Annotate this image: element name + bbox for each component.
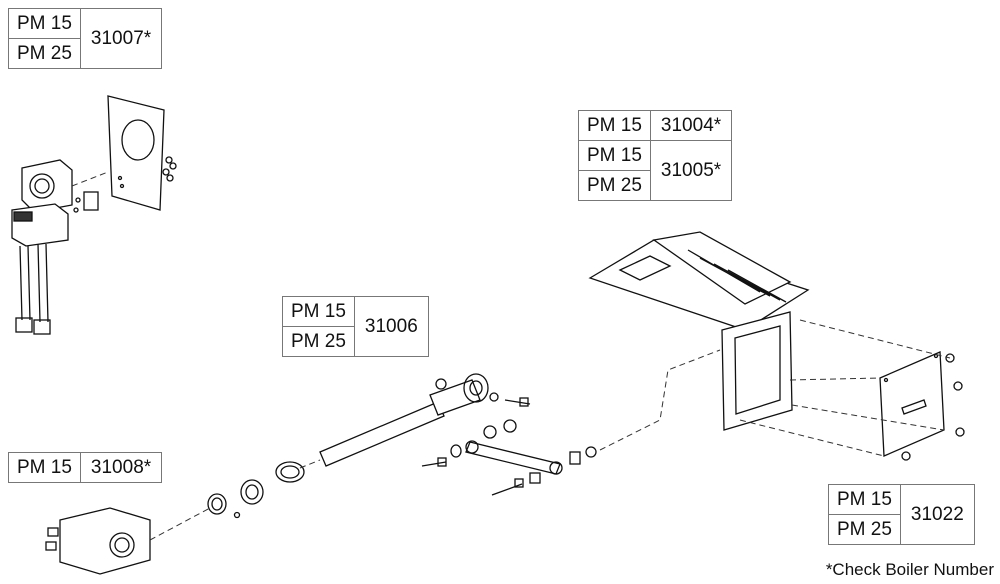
- part-number: 31008*: [79, 452, 163, 483]
- model-label: PM 25: [578, 170, 651, 201]
- model-label: PM 25: [282, 326, 355, 357]
- model-label: PM 15: [282, 296, 355, 327]
- cover-plate-31022: [879, 351, 965, 461]
- gas-valve-assembly-top: [11, 159, 99, 335]
- model-label: PM 15: [8, 8, 81, 39]
- shaft-assembly-31006: [207, 373, 597, 519]
- part-number: 31005*: [649, 140, 733, 201]
- part-number: 31006: [353, 296, 429, 357]
- model-label: PM 15: [828, 484, 901, 515]
- model-label: PM 15: [578, 110, 651, 141]
- part-table-31008: PM 15 31008*: [8, 452, 163, 483]
- part-number: 31007*: [79, 8, 163, 69]
- part-table-31004-31005: PM 15 31004* PM 15 31005* PM 25: [578, 110, 733, 201]
- part-table-31022: PM 15 31022 PM 25: [828, 484, 975, 545]
- model-label: PM 15: [8, 452, 81, 483]
- model-label: PM 15: [578, 140, 651, 171]
- part-number: 31022: [899, 484, 975, 545]
- footnote: *Check Boiler Number: [825, 560, 994, 579]
- burner-tray-31004: [588, 231, 810, 431]
- part-table-31007: PM 15 31007* PM 25: [8, 8, 163, 69]
- model-label: PM 25: [8, 38, 81, 69]
- bracket-plate-31007: [107, 95, 177, 211]
- model-label: PM 25: [828, 514, 901, 545]
- part-table-31006: PM 15 31006 PM 25: [282, 296, 429, 357]
- gas-valve-assembly-bottom: [45, 507, 151, 575]
- part-number: 31004*: [649, 110, 733, 141]
